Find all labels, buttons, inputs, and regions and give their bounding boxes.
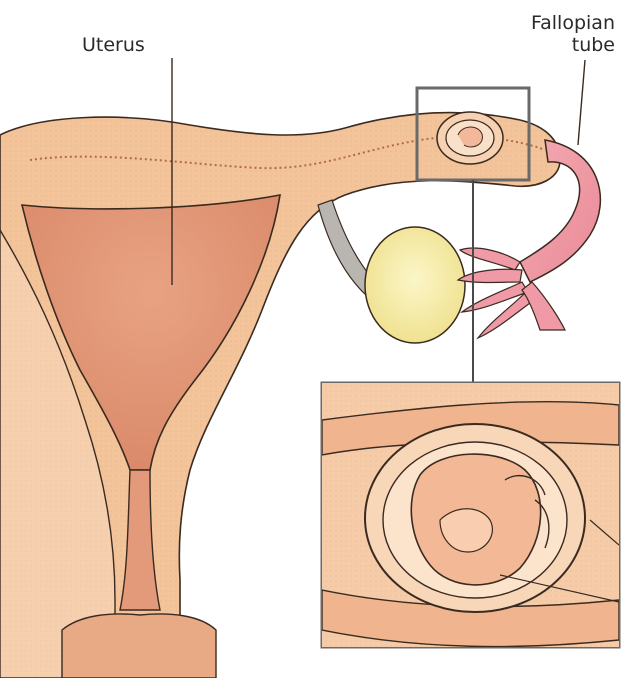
fallopian-tube-label: Fallopian tube — [495, 12, 615, 56]
uterus-label: Uterus — [82, 34, 145, 56]
tube-leader-line — [578, 60, 585, 145]
fallopian-tube-label-line1: Fallopian — [495, 12, 615, 34]
inset-detail — [322, 383, 619, 647]
ovary — [365, 227, 465, 343]
small-embryo — [437, 112, 503, 164]
fallopian-tube-label-line2: tube — [495, 34, 615, 56]
